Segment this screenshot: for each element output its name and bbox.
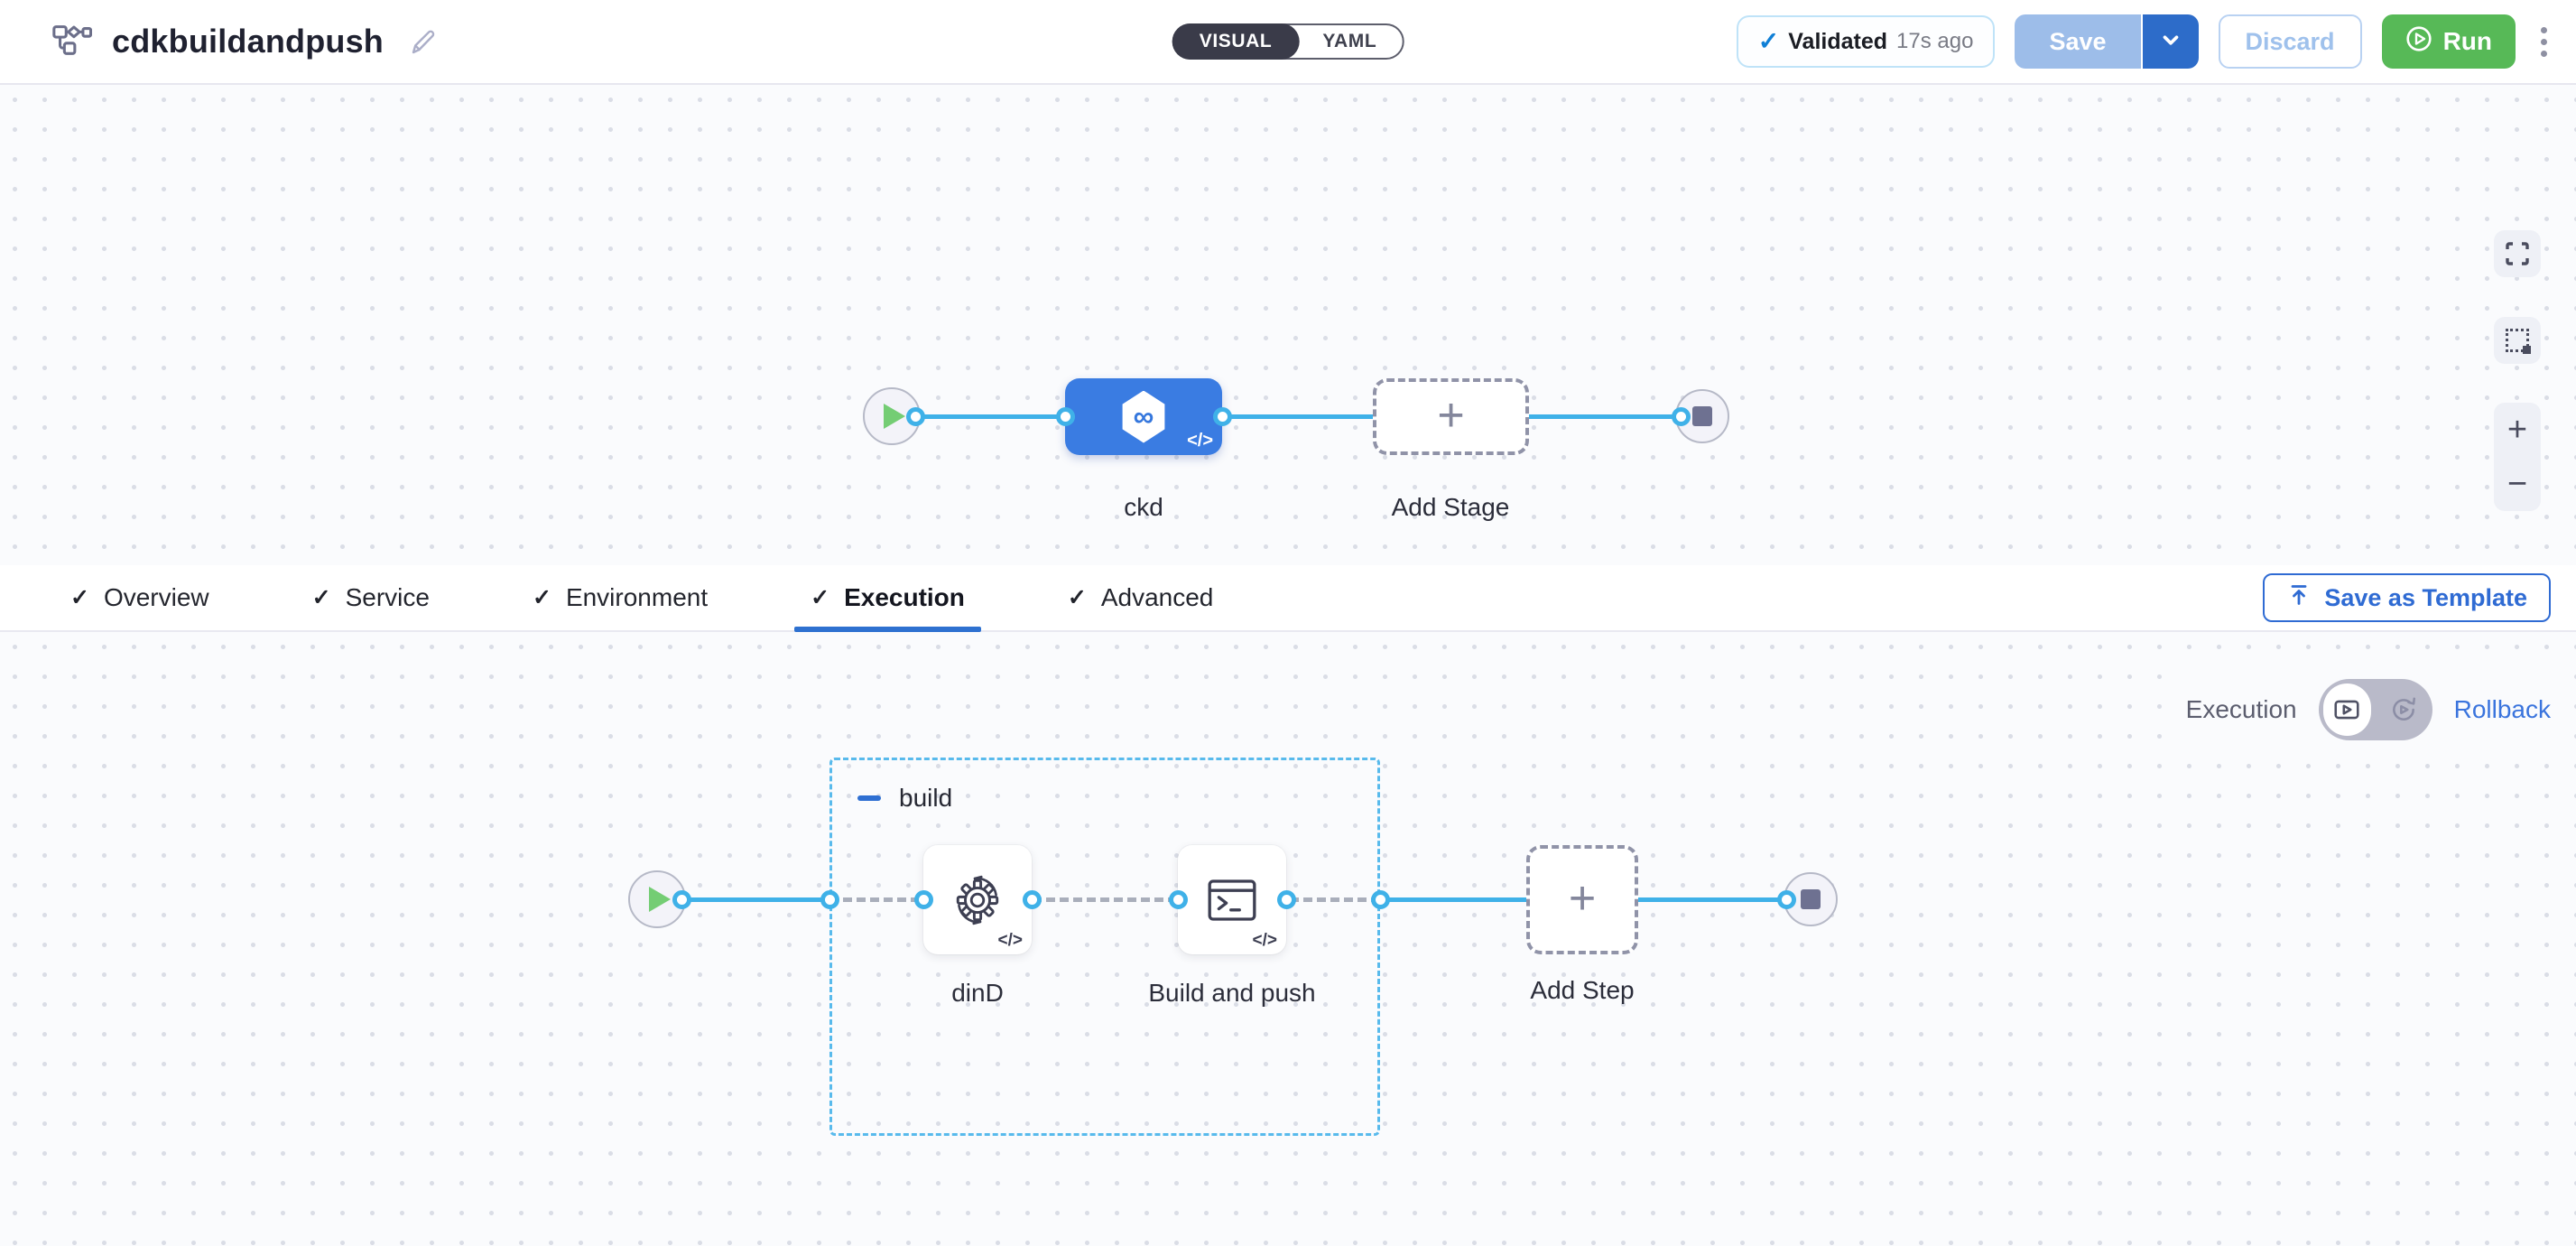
check-icon: ✓: [811, 584, 830, 610]
stage-tabs-row: ✓ Overview ✓ Service ✓ Environment ✓ Exe…: [0, 565, 2576, 632]
connector-dot: [1023, 890, 1042, 909]
start-play-icon: [884, 404, 905, 429]
stage-type-icon: ∞: [1122, 390, 1165, 443]
collapse-group-icon[interactable]: [857, 795, 881, 801]
pipeline-icon: [51, 19, 93, 65]
check-icon: ✓: [70, 584, 89, 610]
save-as-template-label: Save as Template: [2324, 583, 2527, 611]
connector-dot: [1169, 890, 1188, 909]
tab-overview[interactable]: ✓ Overview: [70, 583, 209, 611]
add-stage-label: Add Stage: [1391, 493, 1510, 521]
execution-end-node: [1784, 872, 1838, 926]
execution-view-button[interactable]: [2322, 683, 2371, 736]
validated-time: 17s ago: [1896, 29, 1974, 53]
edit-pipeline-name-button[interactable]: [407, 26, 438, 57]
stop-icon: [1801, 889, 1821, 909]
check-icon: ✓: [532, 584, 551, 610]
stage-flow-line: [915, 414, 1681, 419]
connector-dot: [1056, 407, 1075, 426]
connector-dot: [1777, 890, 1796, 909]
stage-canvas: ∞ </> ckd + Add Stage + −: [0, 85, 2576, 565]
plus-icon: +: [1568, 871, 1597, 925]
connector-dot: [906, 407, 925, 426]
save-as-template-button[interactable]: Save as Template: [2263, 573, 2551, 622]
fullscreen-button[interactable]: [2494, 230, 2541, 277]
execution-rollback-toolbar: Execution Rollback: [2174, 672, 2562, 748]
execution-label: Execution: [2185, 695, 2297, 723]
header: cdkbuildandpush VISUAL YAML ✓ Validated …: [0, 0, 2576, 85]
connector-dot: [1672, 407, 1691, 426]
fullscreen-icon: [2506, 242, 2529, 265]
add-step-label: Add Step: [1530, 976, 1635, 1004]
rollback-view-button[interactable]: [2380, 683, 2428, 736]
exec-flow-line-dashed: [829, 897, 1380, 902]
stage-tabs: ✓ Overview ✓ Service ✓ Environment ✓ Exe…: [0, 565, 1229, 632]
step-group-build: build: [829, 758, 1380, 1136]
stop-icon: [1692, 406, 1712, 426]
group-name-label: build: [899, 784, 953, 812]
tab-advanced[interactable]: ✓ Advanced: [1067, 583, 1214, 611]
multi-select-button[interactable]: [2494, 317, 2541, 364]
code-icon: </>: [1252, 931, 1277, 950]
connector-dot: [1371, 890, 1390, 909]
page-title: cdkbuildandpush: [112, 23, 385, 60]
tab-execution[interactable]: ✓ Execution: [794, 565, 981, 632]
rollback-view-icon: [2393, 697, 2416, 721]
stage-node-ckd[interactable]: ∞ </>: [1065, 378, 1222, 455]
zoom-in-button[interactable]: +: [2507, 411, 2528, 449]
docker-in-docker-icon: [956, 875, 999, 925]
plus-icon: +: [1437, 388, 1465, 442]
connector-dot: [820, 890, 839, 909]
zoom-out-button[interactable]: −: [2507, 465, 2528, 503]
tab-environment[interactable]: ✓ Environment: [532, 583, 709, 611]
add-step-button[interactable]: +: [1526, 845, 1638, 954]
execution-canvas: Execution Rollback: [0, 632, 2576, 1246]
code-icon: </>: [997, 931, 1023, 950]
discard-button[interactable]: Discard: [2218, 14, 2362, 69]
connector-dot: [1213, 407, 1232, 426]
connector-dot: [914, 890, 933, 909]
zoom-controls: + −: [2494, 403, 2541, 511]
execution-view-icon: [2334, 700, 2359, 720]
toggle-yaml[interactable]: YAML: [1322, 31, 1377, 51]
check-icon: ✓: [1757, 27, 1780, 55]
connector-dot: [672, 890, 691, 909]
save-options-button[interactable]: [2140, 14, 2199, 69]
add-stage-button[interactable]: +: [1373, 378, 1529, 455]
run-label: Run: [2442, 27, 2492, 55]
step-dind[interactable]: </>: [923, 845, 1032, 954]
run-play-icon: [2405, 25, 2432, 59]
visual-yaml-toggle: VISUAL YAML: [1172, 23, 1404, 60]
marquee-icon: [2506, 329, 2531, 354]
save-split-button: Save: [2015, 14, 2199, 69]
check-icon: ✓: [311, 584, 331, 610]
chevron-down-icon: [2159, 28, 2182, 56]
tab-service[interactable]: ✓ Service: [311, 583, 430, 611]
check-icon: ✓: [1067, 584, 1087, 610]
validated-label: Validated: [1788, 28, 1888, 54]
execution-rollback-toggle: [2318, 679, 2432, 740]
start-play-icon: [649, 887, 671, 912]
code-icon: </>: [1187, 431, 1213, 451]
upload-icon: [2286, 582, 2312, 614]
step-name-label: dinD: [951, 979, 1004, 1007]
step-build-and-push[interactable]: </>: [1178, 845, 1286, 954]
stage-name-label: ckd: [1124, 493, 1163, 521]
rollback-link[interactable]: Rollback: [2453, 695, 2551, 723]
connector-dot: [1277, 890, 1296, 909]
terminal-icon: [1208, 879, 1256, 921]
step-name-label: Build and push: [1148, 979, 1316, 1007]
save-button[interactable]: Save: [2015, 14, 2141, 69]
toggle-visual[interactable]: VISUAL: [1172, 23, 1300, 60]
exec-flow-line: [681, 897, 829, 902]
run-button[interactable]: Run: [2381, 14, 2516, 69]
more-options-button[interactable]: [2535, 22, 2553, 62]
validated-badge[interactable]: ✓ Validated 17s ago: [1736, 15, 1996, 68]
